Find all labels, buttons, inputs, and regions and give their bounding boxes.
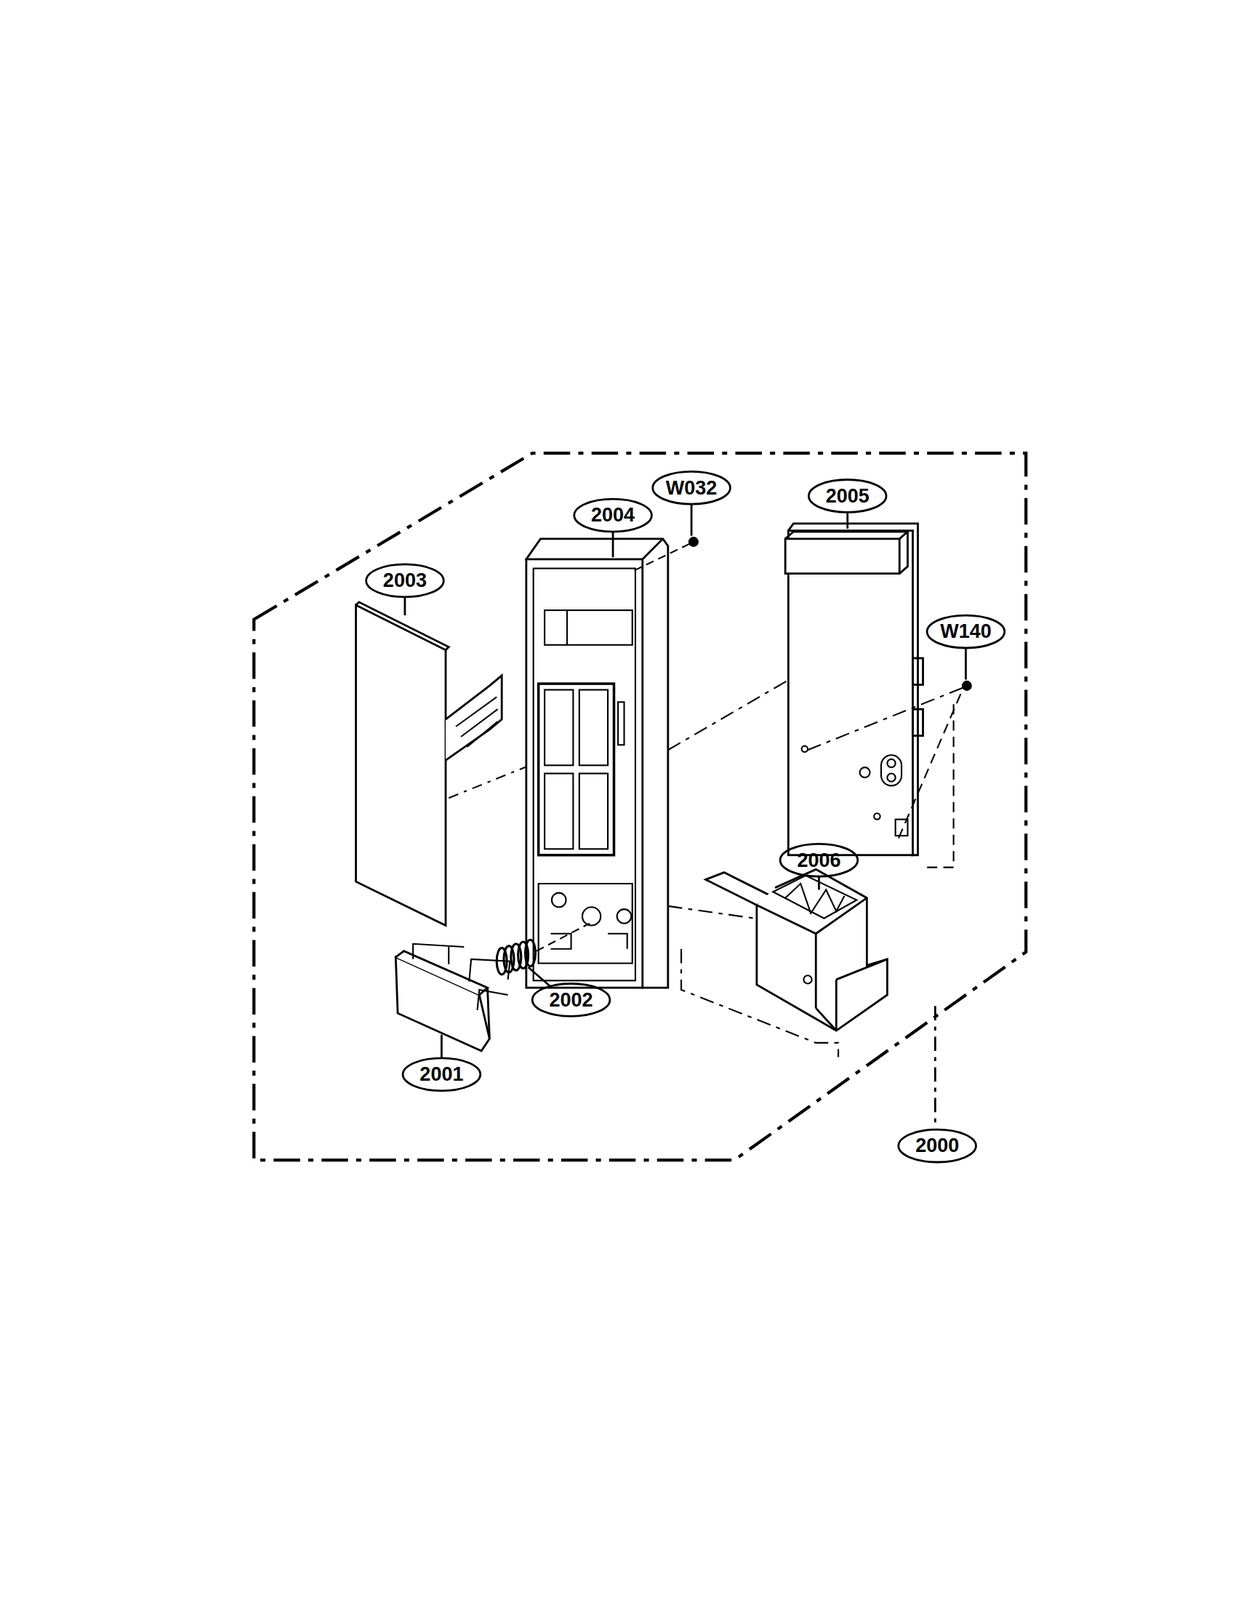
- callout-number: 2004: [591, 505, 635, 525]
- callout-number: W032: [665, 477, 718, 498]
- callout-number: 2001: [419, 1064, 464, 1084]
- callout-number: 2002: [549, 989, 594, 1010]
- callout-number: 2005: [825, 485, 870, 506]
- callout-number: 2000: [915, 1135, 959, 1156]
- callout-number: W140: [940, 621, 992, 642]
- callout-number: 2003: [383, 570, 427, 591]
- callout-number: 2006: [796, 849, 841, 870]
